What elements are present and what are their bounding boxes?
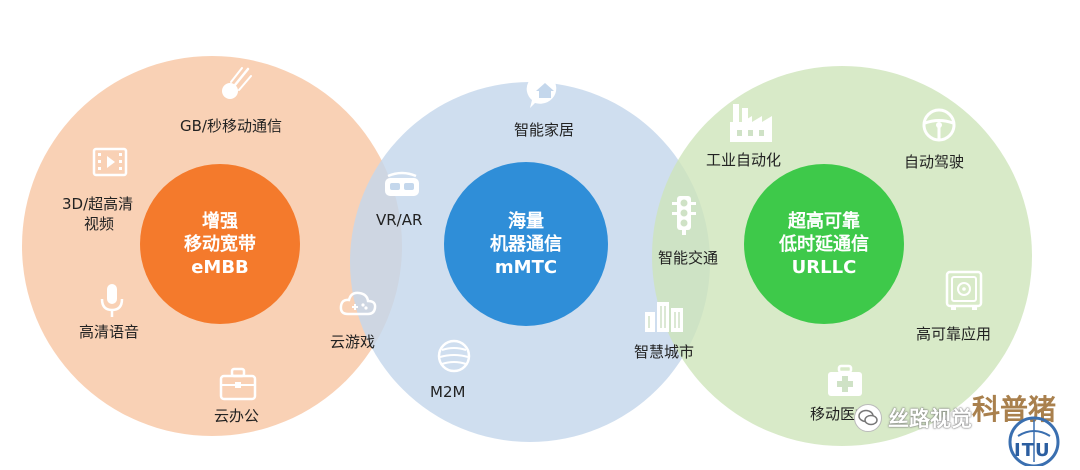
itu-logo-text: ITU [1014, 440, 1051, 461]
embb-title-line-1: 增强 [202, 210, 238, 232]
m2m-label: M2M [430, 383, 466, 401]
medical-kit-icon [826, 364, 864, 398]
cloud-gamepad-icon [338, 288, 378, 320]
gbps-mobile-label: GB/秒移动通信 [180, 117, 282, 135]
vr-ar-label: VR/AR [376, 211, 423, 229]
urllc-title-line-1: 超高可靠 [788, 210, 860, 232]
city-buildings-icon [642, 298, 686, 334]
urllc-core-circle: 超高可靠 低时延通信 URLLC [744, 164, 904, 324]
auto-driving-label: 自动驾驶 [904, 153, 965, 171]
itu-logo-icon [1006, 414, 1062, 468]
microphone-icon [98, 282, 126, 320]
meteor-icon [218, 66, 252, 102]
globe-icon [436, 338, 472, 374]
industrial-automation-label: 工业自动化 [706, 151, 782, 169]
embb-core-circle: 增强 移动宽带 eMBB [140, 164, 300, 324]
smart-traffic-label: 智能交通 [658, 249, 719, 267]
cloud-game-label: 云游戏 [330, 333, 376, 351]
hd-video-label-line-2: 视频 [84, 215, 115, 233]
smart-home-icon [526, 72, 564, 110]
steering-wheel-icon [920, 106, 958, 144]
cloud-office-label: 云办公 [214, 407, 260, 425]
urllc-title-line-3: URLLC [791, 256, 857, 278]
high-reliability-apps-label: 高可靠应用 [916, 325, 992, 343]
smart-city-label: 智慧城市 [634, 343, 695, 361]
smart-home-label: 智能家居 [514, 121, 575, 139]
mmtc-core-circle: 海量 机器通信 mMTC [444, 162, 608, 326]
vr-headset-icon [382, 168, 422, 202]
film-icon [92, 146, 128, 178]
embb-title-line-3: eMBB [191, 256, 249, 278]
safe-icon [944, 270, 984, 312]
mmtc-title-line-2: 机器通信 [490, 233, 562, 255]
watermark-account-name: 丝路视觉 [888, 407, 972, 431]
hd-voice-label: 高清语音 [79, 323, 140, 341]
urllc-title-line-2: 低时延通信 [779, 233, 869, 255]
mmtc-title-line-1: 海量 [508, 210, 544, 232]
hd-video-label-line-1: 3D/超高清 [62, 195, 134, 213]
factory-icon [728, 100, 774, 144]
briefcase-icon [218, 366, 258, 402]
mmtc-title-line-3: mMTC [494, 256, 558, 278]
traffic-light-icon [670, 194, 698, 236]
embb-title-line-2: 移动宽带 [184, 233, 256, 255]
wechat-logo-icon [854, 404, 882, 432]
